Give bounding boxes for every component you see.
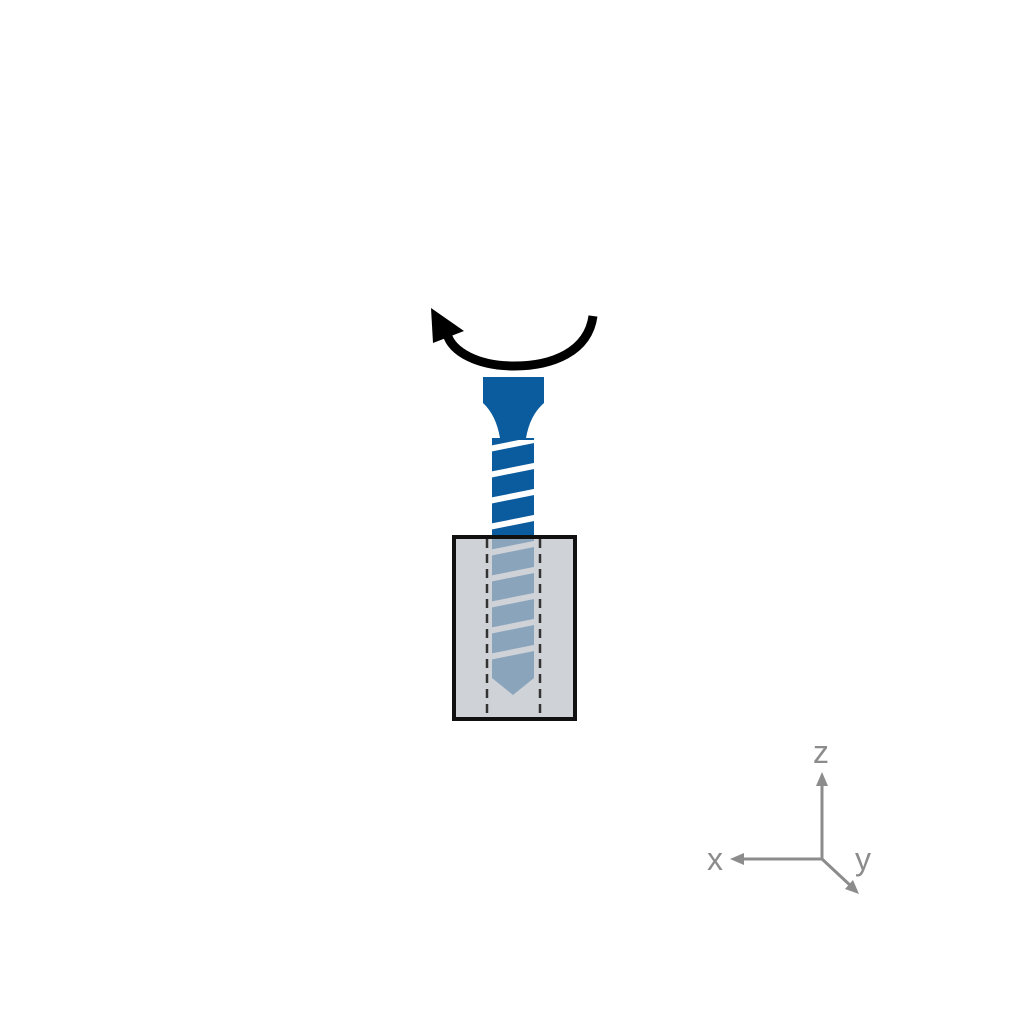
counterclockwise-rotation-arrow-icon <box>431 308 598 371</box>
x-axis-label: x <box>707 841 723 877</box>
y-axis-label: y <box>855 841 871 877</box>
z-axis-arrowhead <box>816 772 828 786</box>
screw-head <box>483 377 544 438</box>
block-body <box>452 535 577 721</box>
y-axis-arrowhead <box>845 880 859 894</box>
xyz-axes-triad: z x y <box>707 734 871 894</box>
block-with-hole <box>452 535 577 721</box>
y-axis-line <box>820 857 854 889</box>
x-axis-arrowhead <box>730 853 744 865</box>
z-axis-label: z <box>813 734 829 770</box>
